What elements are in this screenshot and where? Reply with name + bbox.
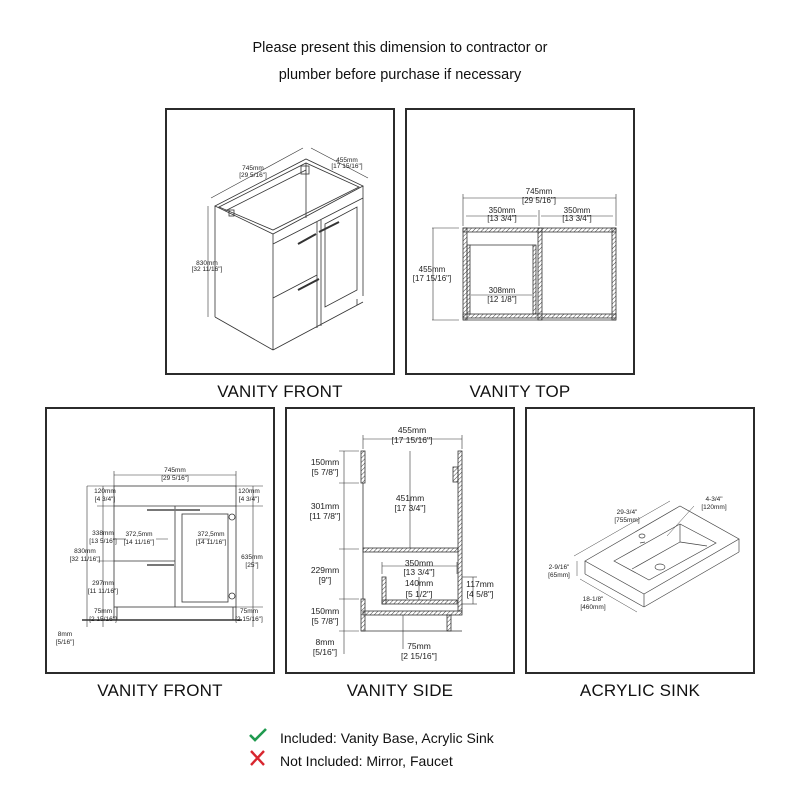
front-total-h-in: [32 11/16"] bbox=[70, 556, 101, 563]
front-top-right-in: [4 3/4"] bbox=[239, 496, 260, 503]
top-left-mm: 350mm bbox=[489, 206, 516, 215]
caption-vanity-front-iso: VANITY FRONT bbox=[217, 382, 343, 401]
sink-length-in: 29-3/4" bbox=[617, 509, 638, 516]
top-right-mm: 350mm bbox=[564, 206, 591, 215]
side-drawer-w-in: [13 3/4"] bbox=[403, 567, 434, 577]
caption-vanity-front: VANITY FRONT bbox=[97, 681, 223, 700]
side-inner-mm: 451mm bbox=[396, 493, 424, 503]
top-left-in: [13 3/4"] bbox=[487, 214, 517, 223]
caption-vanity-side: VANITY SIDE bbox=[346, 681, 454, 700]
sink-length-mm: [755mm] bbox=[614, 517, 639, 524]
front-left-w-mm: 372,5mm bbox=[125, 531, 152, 538]
side-drawer-h-in: [5 1/2"] bbox=[406, 589, 433, 599]
panel-vanity-front-iso: 745mm [29 5/16"] 455mm [17 15/16"] 830mm… bbox=[165, 108, 395, 375]
side-upper-in: [11 7/8"] bbox=[310, 511, 341, 521]
panel-acrylic-sink: 29-3/4" [755mm] 4-3/4" [120mm] 2-9/16" [… bbox=[525, 407, 755, 674]
included-text: Included: Vanity Base, Acrylic Sink bbox=[280, 730, 494, 746]
front-foot-mm: 8mm bbox=[58, 631, 72, 638]
front-left-w-in: [14 11/16"] bbox=[124, 539, 155, 546]
front-top-right-mm: 120mm bbox=[238, 488, 260, 495]
top-depth-mm: 455mm bbox=[419, 265, 446, 274]
side-foot-mm: 8mm bbox=[316, 637, 335, 647]
sink-basin-mm: [120mm] bbox=[701, 504, 726, 511]
side-lower-mm: 229mm bbox=[311, 565, 339, 575]
side-upper-mm: 301mm bbox=[311, 501, 339, 511]
header-line-1: Please present this dimension to contrac… bbox=[252, 40, 548, 56]
vanity-front-drawing: 745mm [29 5/16"] 120mm [4 3/4"] 120mm [4… bbox=[56, 467, 263, 646]
front-drawer1-in: [13 5/16"] bbox=[89, 538, 117, 545]
not-included-text: Not Included: Mirror, Faucet bbox=[280, 753, 453, 769]
x-icon bbox=[248, 750, 280, 773]
iso-width-mm: 745mm bbox=[242, 165, 264, 172]
acrylic-sink-drawing: 29-3/4" [755mm] 4-3/4" [120mm] 2-9/16" [… bbox=[548, 496, 740, 613]
side-top-mm: 150mm bbox=[311, 457, 339, 467]
iso-width-in: [29 5/16"] bbox=[239, 172, 267, 179]
top-inner-in: [12 1/8"] bbox=[487, 295, 517, 304]
panel-vanity-top: 745mm [29 5/16"] 350mm [13 3/4"] 350mm [… bbox=[405, 108, 635, 375]
top-right-in: [13 3/4"] bbox=[562, 214, 592, 223]
side-base-mm: 150mm bbox=[311, 606, 339, 616]
sink-thick-in: 2-9/16" bbox=[549, 564, 570, 571]
side-drawer-side-in: [4 5/8"] bbox=[467, 589, 494, 599]
caption-vanity-top: VANITY TOP bbox=[469, 382, 571, 401]
panel-vanity-front: 745mm [29 5/16"] 120mm [4 3/4"] 120mm [4… bbox=[45, 407, 275, 674]
front-leg-left-in: [2 15/16"] bbox=[89, 616, 117, 623]
top-depth-in: [17 15/16"] bbox=[413, 274, 451, 283]
side-foot-in: [5/16"] bbox=[313, 647, 337, 657]
side-drawer-side-mm: 117mm bbox=[466, 579, 494, 589]
top-width-mm: 745mm bbox=[526, 187, 553, 196]
front-door-h-mm: 635mm bbox=[241, 554, 263, 561]
sink-depth-in: 18-1/8" bbox=[583, 596, 604, 603]
side-inner-in: [17 3/4"] bbox=[394, 503, 425, 513]
sink-thick-mm: [65mm] bbox=[548, 572, 570, 579]
inclusion-legend: Included: Vanity Base, Acrylic Sink Not … bbox=[248, 727, 494, 773]
front-top-left-mm: 120mm bbox=[94, 488, 116, 495]
sink-basin-in: 4-3/4" bbox=[705, 496, 723, 503]
front-leg-left-mm: 75mm bbox=[94, 608, 112, 615]
front-right-w-mm: 372,5mm bbox=[197, 531, 224, 538]
side-drawer-h-mm: 140mm bbox=[405, 578, 433, 588]
front-drawer2-mm: 297mm bbox=[92, 580, 114, 587]
front-width-in: [29 5/16"] bbox=[161, 475, 189, 482]
header-note: Please present this dimension to contrac… bbox=[0, 35, 800, 89]
legend-included: Included: Vanity Base, Acrylic Sink bbox=[248, 727, 494, 750]
vanity-top-drawing: 745mm [29 5/16"] 350mm [13 3/4"] 350mm [… bbox=[413, 187, 617, 321]
top-inner-mm: 308mm bbox=[489, 286, 516, 295]
side-base-in: [5 7/8"] bbox=[312, 616, 339, 626]
vanity-side-drawing: 455mm [17 15/16"] 150mm [5 7/8"] 301mm [… bbox=[310, 425, 494, 661]
front-total-h-mm: 830mm bbox=[74, 548, 96, 555]
panel-vanity-side: 455mm [17 15/16"] 150mm [5 7/8"] 301mm [… bbox=[285, 407, 515, 674]
iso-depth-mm: 455mm bbox=[336, 157, 358, 164]
side-top-in: [5 7/8"] bbox=[312, 467, 339, 477]
side-leg-in: [2 15/16"] bbox=[401, 651, 437, 661]
front-width-mm: 745mm bbox=[164, 467, 186, 474]
side-leg-mm: 75mm bbox=[407, 641, 431, 651]
legend-not-included: Not Included: Mirror, Faucet bbox=[248, 750, 494, 773]
iso-height-in: [32 11/16"] bbox=[192, 266, 223, 273]
side-drawer-w-mm: 350mm bbox=[405, 558, 433, 568]
front-drawer1-mm: 338mm bbox=[92, 530, 114, 537]
front-top-left-in: [4 3/4"] bbox=[95, 496, 116, 503]
front-foot-in: [5/16"] bbox=[56, 639, 75, 646]
side-lower-in: [9"] bbox=[319, 575, 331, 585]
caption-acrylic-sink: ACRYLIC SINK bbox=[579, 681, 701, 700]
front-leg-right-in: [2 15/16"] bbox=[235, 616, 263, 623]
side-depth-in: [17 15/16"] bbox=[392, 435, 433, 445]
front-drawer2-in: [11 11/16"] bbox=[88, 588, 118, 595]
front-right-w-in: [14 11/16"] bbox=[196, 539, 227, 546]
front-door-h-in: [25"] bbox=[245, 562, 258, 569]
side-depth-mm: 455mm bbox=[398, 425, 426, 435]
top-width-in: [29 5/16"] bbox=[522, 196, 556, 205]
front-leg-right-mm: 75mm bbox=[240, 608, 258, 615]
iso-height-mm: 830mm bbox=[196, 260, 218, 267]
sink-depth-mm: [460mm] bbox=[580, 604, 605, 611]
check-icon bbox=[248, 727, 280, 750]
vanity-iso-drawing: 745mm [29 5/16"] 455mm [17 15/16"] 830mm… bbox=[192, 147, 369, 351]
header-line-2: plumber before purchase if necessary bbox=[278, 67, 522, 83]
iso-depth-in: [17 15/16"] bbox=[331, 163, 362, 170]
